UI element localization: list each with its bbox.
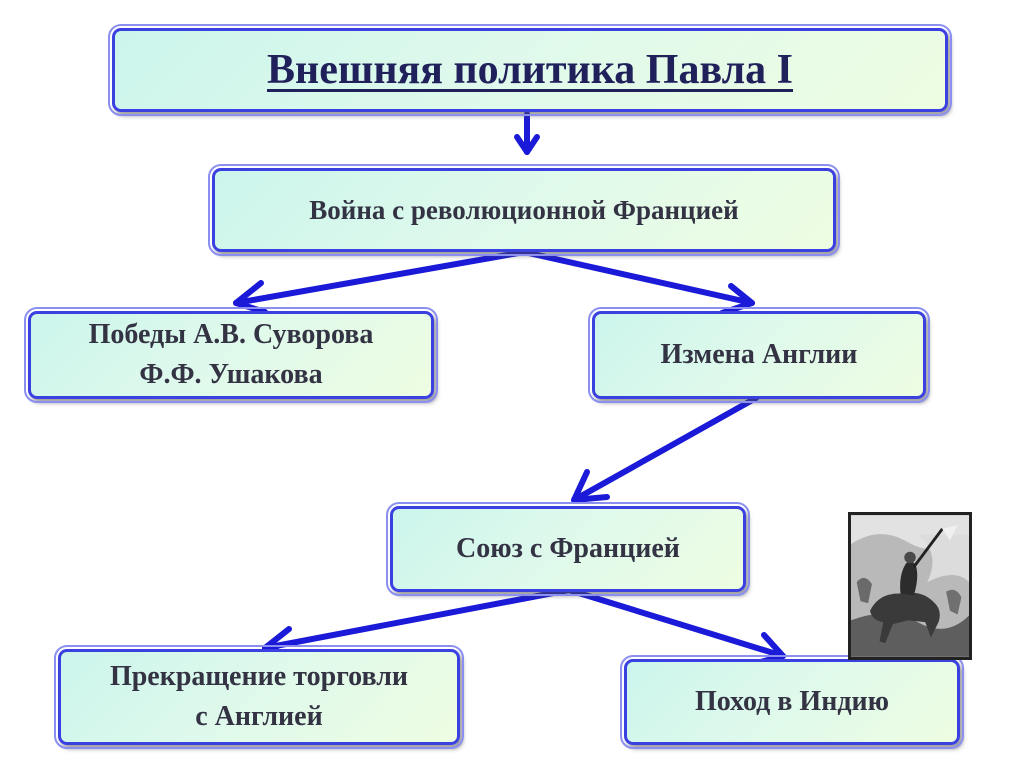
arrowhead-betrayal-to-alliance bbox=[571, 469, 610, 503]
node-alliance-text: Союз с Францией bbox=[456, 533, 680, 564]
node-war-text: Война с революционной Францией bbox=[309, 195, 739, 225]
arrow-alliance-to-india bbox=[566, 587, 786, 659]
title-text: Внешняя политика Павла I bbox=[267, 47, 793, 93]
node-betrayal-text: Измена Англии bbox=[660, 339, 858, 370]
node-trade-stop: Прекращение торговли с Англией bbox=[54, 645, 464, 749]
arrowhead-war-to-betrayal bbox=[719, 283, 755, 316]
node-betrayal-of-england: Измена Англии bbox=[588, 307, 930, 403]
node-india-text: Поход в Индию bbox=[694, 686, 890, 717]
arrow-war-to-betrayal bbox=[521, 249, 755, 306]
node-victories: Победы А.В. Суворова Ф.Ф. Ушакова bbox=[24, 307, 438, 403]
arrow-alliance-to-trade bbox=[262, 587, 572, 651]
cossack-rider-illustration bbox=[851, 515, 969, 657]
arrow-war-to-victories bbox=[233, 249, 527, 306]
node-victories-line1: Победы А.В. Суворова bbox=[88, 319, 374, 350]
node-victories-text: Победы А.В. Суворова Ф.Ф. Ушакова bbox=[89, 315, 374, 395]
node-trade-line1: Прекращение торговли bbox=[109, 661, 409, 692]
node-victories-line2: Ф.Ф. Ушакова bbox=[139, 359, 323, 390]
arrow-betrayal-to-alliance bbox=[571, 395, 759, 503]
node-alliance-with-france: Союз с Францией bbox=[386, 502, 750, 596]
node-trade-line2: с Англией bbox=[195, 701, 323, 732]
node-india-campaign: Поход в Индию bbox=[620, 655, 964, 749]
node-trade-text: Прекращение торговли с Англией bbox=[110, 657, 408, 737]
cossack-rider-picture bbox=[848, 512, 972, 660]
arrowhead-title-to-war bbox=[514, 134, 540, 155]
arrowhead-war-to-victories bbox=[233, 280, 268, 315]
title-box: Внешняя политика Павла I bbox=[108, 24, 952, 116]
node-war-with-france: Война с революционной Францией bbox=[208, 164, 840, 256]
